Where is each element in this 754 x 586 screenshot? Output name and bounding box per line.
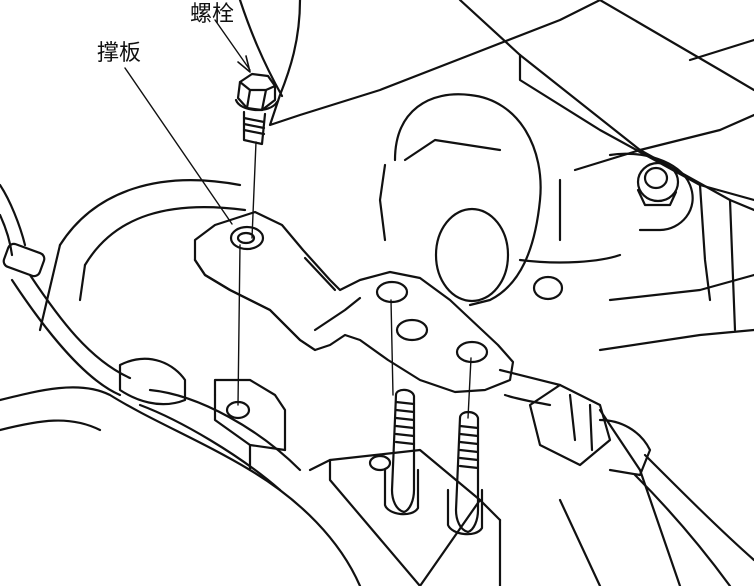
right-cable	[498, 368, 754, 586]
assembly-guide-lines	[237, 141, 472, 419]
boss-hole	[434, 207, 510, 303]
plate-hole-2	[375, 280, 409, 304]
lower-block	[0, 386, 682, 586]
bolt[interactable]	[234, 72, 279, 146]
support-plate-label: 撑板	[97, 41, 142, 66]
left-cable	[0, 183, 302, 492]
bolt-label: 螺栓	[190, 2, 235, 27]
housing-small-hole	[532, 275, 564, 301]
support-plate[interactable]	[193, 210, 515, 394]
stud-right[interactable]	[446, 410, 484, 536]
label-leaders	[124, 19, 251, 225]
housing-boss	[378, 93, 542, 307]
stud-left[interactable]	[383, 388, 420, 516]
lower-mount-left	[213, 378, 287, 472]
curved-pipe	[38, 179, 247, 332]
plate-hole-4	[455, 340, 489, 364]
engine-housing	[238, 0, 754, 352]
plate-hole-3	[395, 318, 429, 342]
plate-hole-1	[229, 225, 265, 251]
housing-bolt	[608, 152, 694, 232]
